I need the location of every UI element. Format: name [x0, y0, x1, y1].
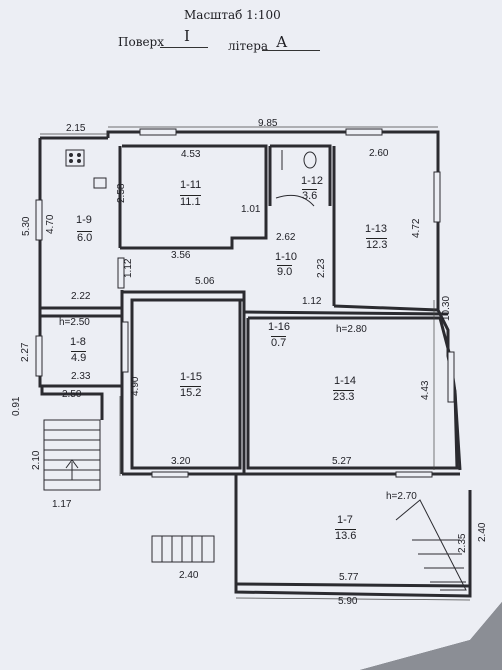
dimension-label: 5.90 [338, 596, 358, 607]
room-id: 1-15 [180, 371, 203, 383]
dimension-label: 2.22 [71, 291, 91, 302]
dimension-label: 5.77 [339, 572, 359, 583]
room-id: 1-14 [334, 375, 357, 387]
dimension-label: 4.43 [420, 380, 431, 400]
dimension-label: 2.15 [66, 123, 86, 134]
scale-label: Масштаб 1:100 [184, 8, 281, 22]
dimension-label: 4.90 [130, 376, 141, 396]
stairs [43, 419, 467, 591]
room-area: 12.3 [366, 238, 388, 251]
fixtures [65, 149, 317, 207]
floor-label: Поверх [118, 35, 164, 49]
dimension-label: 10.30 [441, 295, 452, 321]
dimension-label: 4.53 [181, 149, 201, 160]
dimension-label: 2.10 [31, 450, 42, 470]
dimension-label: 1.01 [241, 204, 261, 215]
dimension-label: 1.17 [52, 499, 72, 510]
dimension-label: 5.30 [21, 216, 32, 236]
room-area: 9.0 [277, 265, 293, 278]
room-id: 1-8 [70, 336, 86, 348]
dimension-lines [40, 126, 471, 601]
dimension-label: 4.72 [411, 218, 422, 238]
dimension-label: 5.06 [195, 276, 215, 287]
room-id: 1-11 [180, 179, 202, 191]
room-area: 6.0 [77, 231, 93, 244]
dimension-label: 2.40 [477, 522, 488, 542]
dimension-label: 2.23 [316, 258, 327, 278]
dimension-label: 2.50 [62, 389, 82, 400]
room-id: 1-10 [275, 251, 298, 263]
dimension-label: 3.20 [171, 456, 191, 467]
room-id: 1-16 [268, 321, 291, 333]
dimension-label: 4.70 [45, 214, 56, 234]
litera-label: літера [228, 39, 269, 53]
paper-shadow [360, 602, 502, 670]
windows [35, 128, 455, 478]
room-area: 15.2 [180, 386, 202, 399]
dimension-label: 5.27 [332, 456, 352, 467]
room-area: 0.7 [271, 336, 287, 349]
room-area: 13.6 [335, 529, 357, 542]
ceiling-height: h=2.80 [336, 324, 367, 335]
dimension-label: 1.12 [123, 258, 134, 278]
dimension-label: 9.85 [258, 118, 278, 129]
litera-underline [262, 50, 320, 51]
dimension-label: 0.91 [11, 396, 22, 416]
room-area: 4.9 [71, 351, 87, 364]
ceiling-height: h=2.70 [386, 491, 417, 502]
dimension-label: 2.60 [369, 148, 389, 159]
dimension-label: 2.27 [20, 342, 31, 362]
litera-value: А [276, 33, 288, 51]
dimension-label: 2.62 [276, 232, 296, 243]
dimension-label: 2.33 [71, 371, 91, 382]
dimension-label: 2.40 [179, 570, 199, 581]
room-area: 3.6 [302, 189, 318, 202]
room-id: 1-9 [76, 214, 92, 226]
room-id: 1-7 [337, 514, 353, 526]
floor-underline [160, 47, 208, 48]
dimension-label: 3.56 [171, 250, 191, 261]
room-area: 23.3 [333, 390, 355, 403]
dimension-label: 2.35 [457, 533, 468, 553]
room-id: 1-13 [365, 223, 388, 235]
ceiling-height: h=2.50 [59, 317, 90, 328]
dimension-label: 1.12 [302, 296, 322, 307]
room-area: 11.1 [180, 195, 201, 208]
room-id: 1-12 [301, 175, 324, 187]
floor-value: I [184, 27, 190, 45]
dimension-label: 2.58 [116, 183, 127, 203]
